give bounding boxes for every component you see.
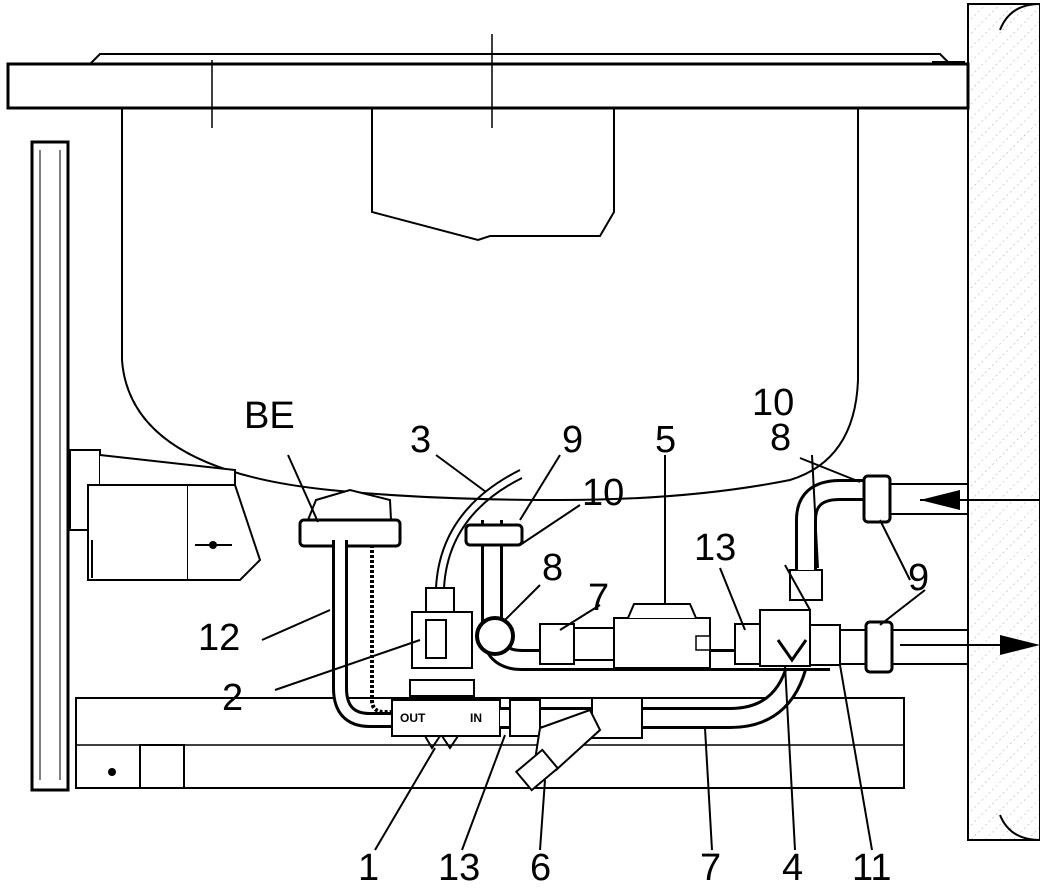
label-8b: 8	[770, 417, 791, 459]
label-2: 2	[222, 677, 243, 719]
label-12: 12	[198, 617, 240, 659]
label-13b: 13	[694, 527, 736, 569]
pipe-11	[840, 620, 968, 674]
valve-out-mark: OUT	[400, 711, 426, 725]
cable-3	[435, 469, 521, 589]
valve-4	[759, 569, 841, 667]
label-6: 6	[530, 847, 551, 889]
label-10a: 10	[582, 472, 624, 514]
label-3: 3	[410, 419, 431, 461]
label-8a: 8	[542, 547, 563, 589]
label-9b: 9	[908, 557, 929, 599]
label-11: 11	[852, 847, 891, 889]
pipe-10	[795, 474, 968, 570]
pipe-7-upper	[464, 520, 830, 671]
label-10b: 10	[752, 382, 794, 424]
leader-lines	[261, 454, 926, 851]
flow-arrows	[900, 490, 1040, 655]
wall	[967, 3, 1040, 841]
sink-basin	[121, 108, 859, 502]
cabinet-side	[30, 140, 70, 792]
label-be: BE	[244, 395, 295, 437]
label-4: 4	[782, 847, 803, 889]
pipe-12	[298, 488, 410, 728]
label-7b: 7	[700, 847, 721, 889]
valve-in-mark: IN	[470, 711, 482, 725]
label-13a: 13	[438, 847, 480, 889]
label-5: 5	[655, 419, 676, 461]
worktop	[6, 34, 970, 128]
label-1: 1	[358, 847, 379, 889]
callout-labels: BE 3 9 10 8 7 5 10 8 13 9 12 2 1 13 6 7 …	[198, 382, 929, 889]
drain-fitting	[69, 449, 262, 581]
label-9a: 9	[562, 419, 583, 461]
pipe-7-lower	[500, 648, 811, 792]
label-7a: 7	[588, 577, 609, 619]
